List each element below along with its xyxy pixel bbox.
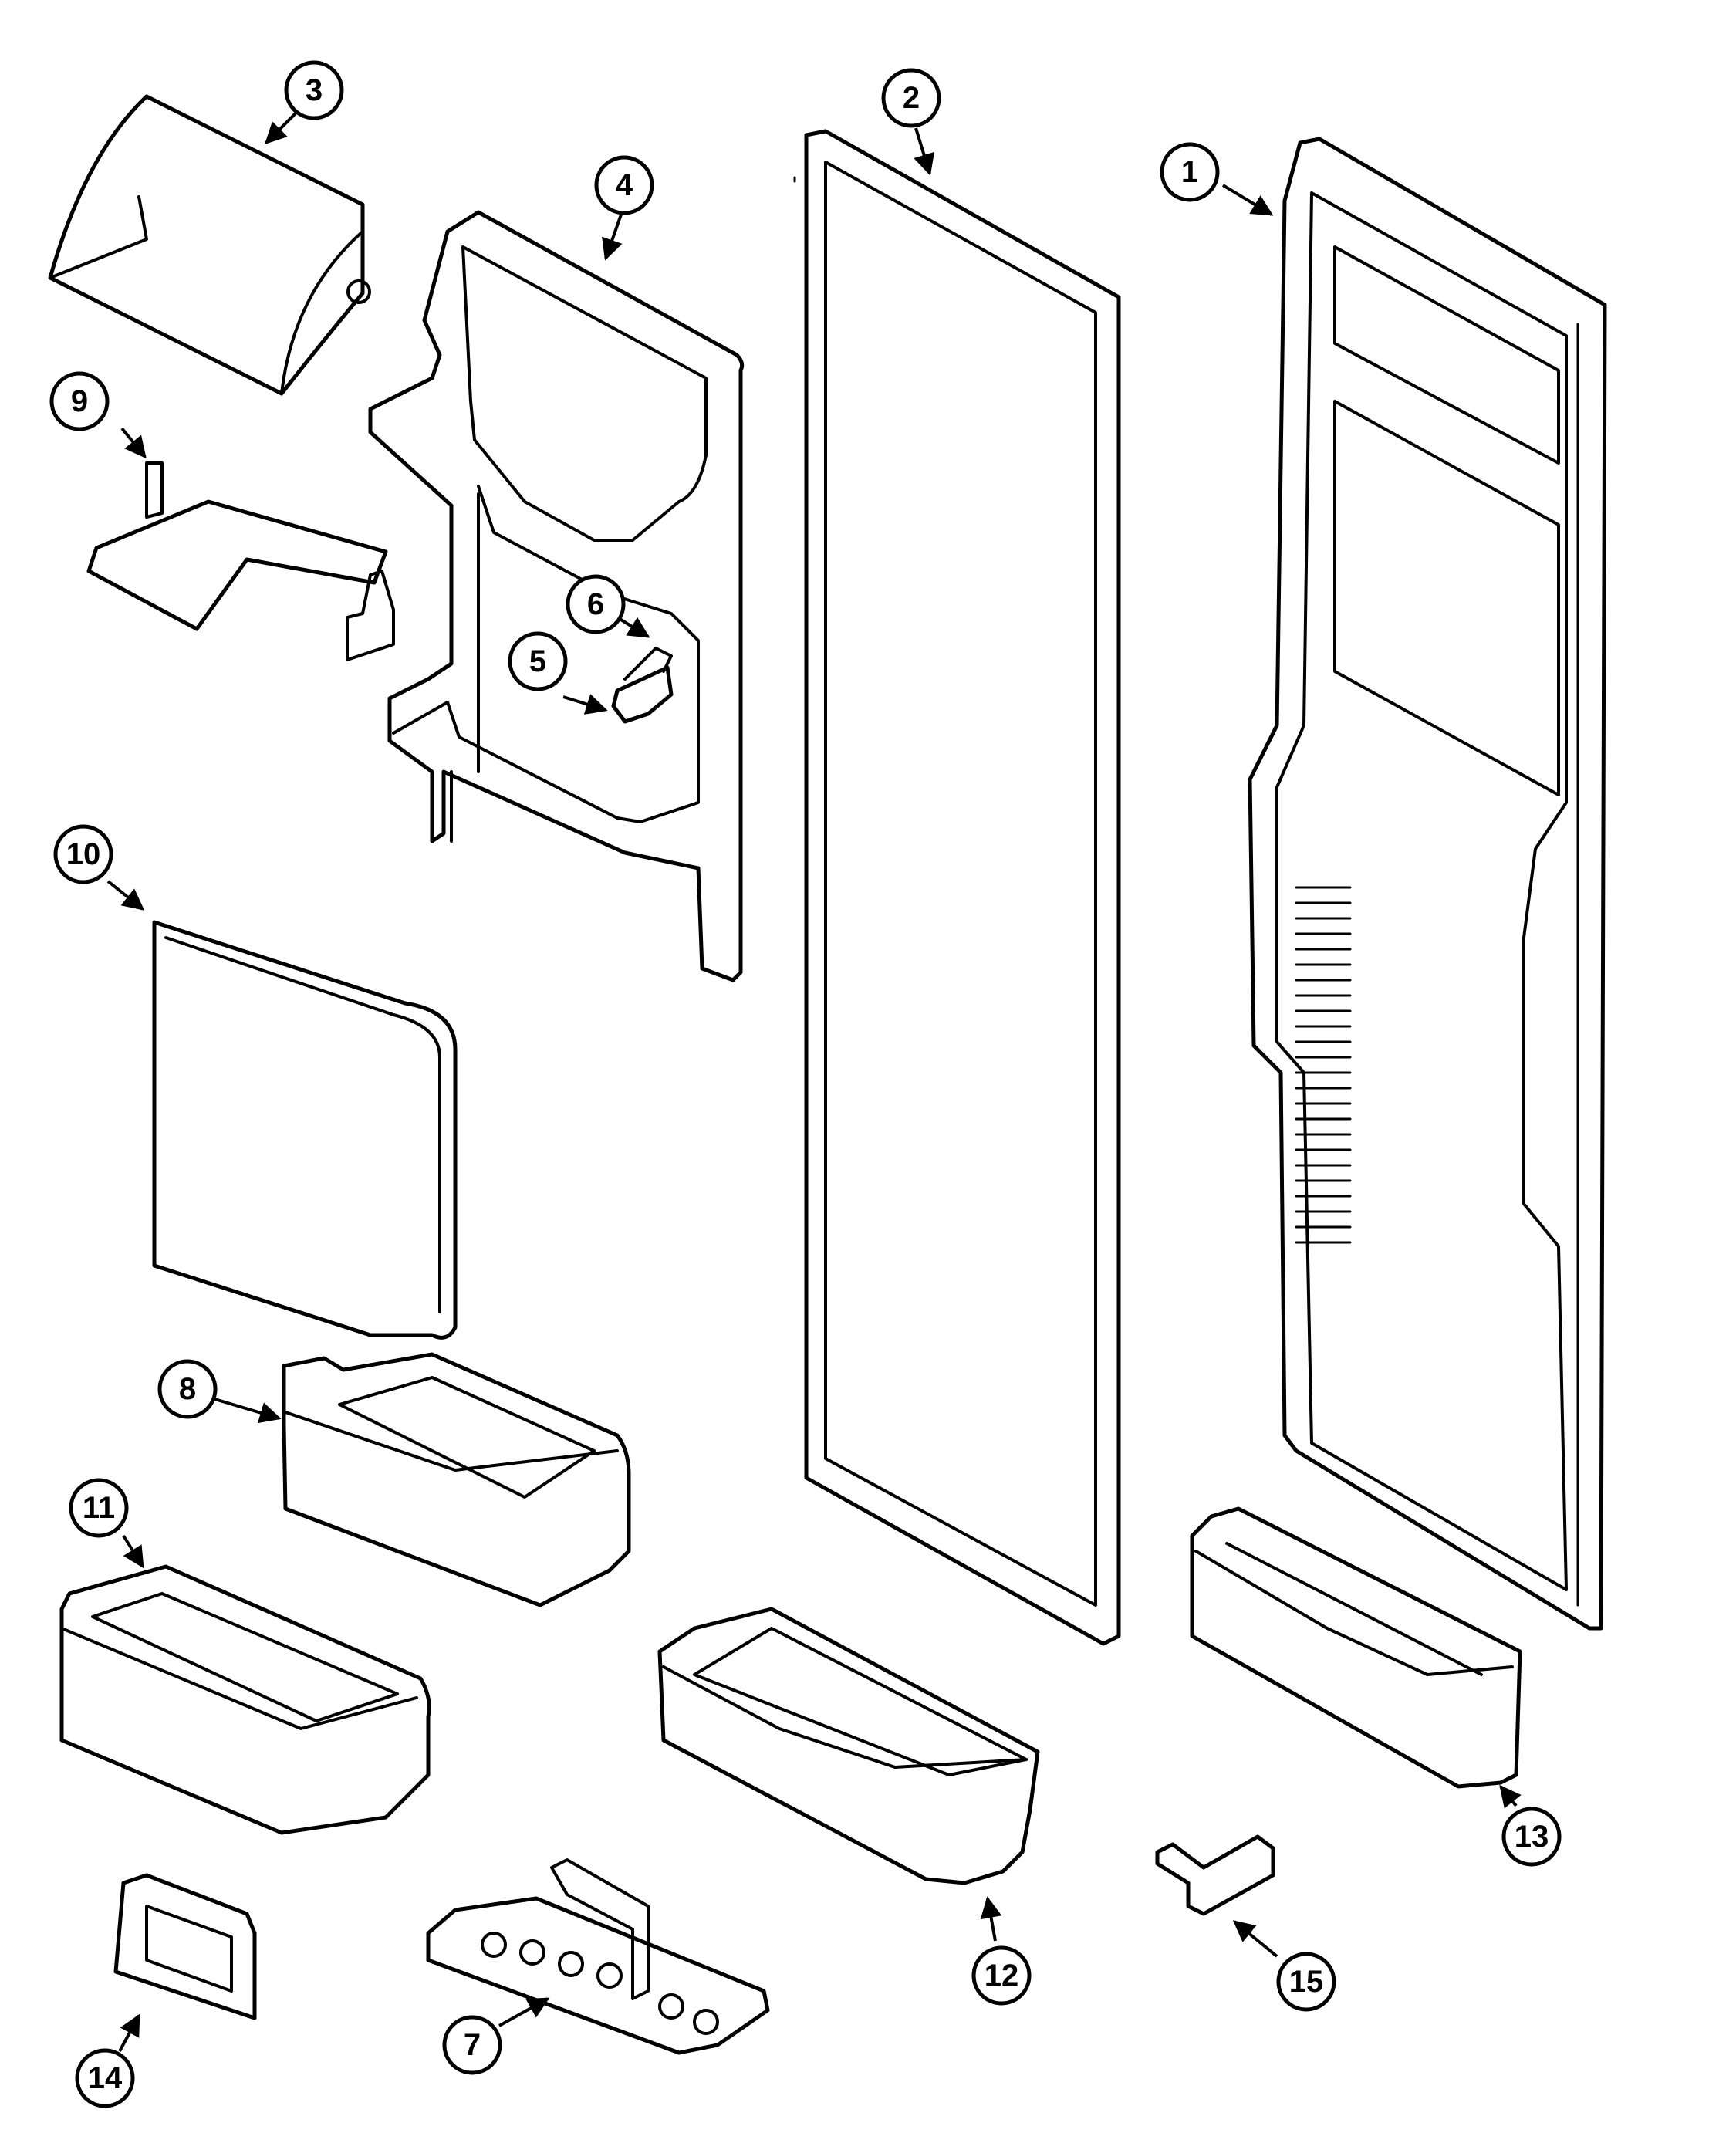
- leader-lines: [106, 108, 1522, 2052]
- callout-12: 12: [971, 1945, 1032, 2006]
- part-12-bin: [657, 1607, 1040, 1885]
- callout-2: 2: [881, 68, 941, 128]
- callout-2-label: 2: [903, 81, 920, 115]
- part-1-door-liner: [1248, 137, 1607, 1631]
- callout-6-label: 6: [587, 587, 604, 621]
- callout-6: 6: [566, 574, 626, 634]
- callout-4-label: 4: [616, 168, 633, 202]
- callout-5-label: 5: [529, 644, 546, 678]
- callout-5: 5: [508, 631, 568, 691]
- callout-3: 3: [284, 60, 344, 120]
- callout-1-label: 1: [1181, 155, 1198, 189]
- callout-10: 10: [53, 824, 113, 884]
- callout-14: 14: [75, 2048, 135, 2108]
- callout-7: 7: [442, 2015, 502, 2075]
- callout-3-label: 3: [306, 73, 323, 107]
- callout-4: 4: [594, 155, 654, 215]
- callout-15: 15: [1276, 1952, 1336, 2012]
- callout-14-label: 14: [88, 2061, 123, 2095]
- callout-13-label: 13: [1515, 1820, 1549, 1854]
- callout-9: 9: [49, 371, 110, 431]
- callout-13: 13: [1501, 1807, 1562, 1867]
- callout-9-label: 9: [71, 384, 88, 418]
- part-2-gasket: [793, 129, 1121, 1646]
- part-10-panel: [152, 920, 458, 1340]
- part-7-egg-tray: [426, 1858, 770, 2055]
- callout-11-label: 11: [83, 1491, 115, 1525]
- part-11-bin: [59, 1564, 431, 1835]
- callout-7-label: 7: [464, 2028, 481, 2062]
- part-13-bin: [1190, 1506, 1522, 1789]
- part-9-shelf-bracket: [86, 461, 395, 661]
- callout-10-label: 10: [66, 837, 101, 871]
- part-3-cover: [48, 94, 371, 396]
- callout-12-label: 12: [985, 1959, 1019, 1993]
- part-4-dispenser-frame: [368, 210, 745, 982]
- callout-8-label: 8: [179, 1372, 196, 1406]
- callout-15-label: 15: [1289, 1965, 1324, 1999]
- callout-1: 1: [1160, 142, 1220, 202]
- part-5-clip: [611, 665, 674, 724]
- part-14-tray: [113, 1873, 257, 2020]
- part-8-bin: [282, 1352, 631, 1607]
- part-15-clip: [1155, 1834, 1275, 1916]
- callout-8: 8: [157, 1359, 218, 1419]
- part-6-spring: [623, 647, 673, 681]
- callout-11: 11: [69, 1478, 129, 1538]
